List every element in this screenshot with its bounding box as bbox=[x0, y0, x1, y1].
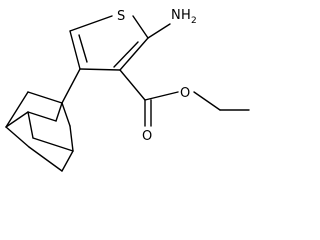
adamantane-bond bbox=[28, 146, 63, 172]
adamantane-bond bbox=[5, 111, 29, 128]
carbonyl-oxygen-label: O bbox=[142, 129, 152, 144]
adamantane-bond bbox=[5, 91, 29, 128]
bond-c2-c3 bbox=[119, 37, 149, 71]
adamantane-bond bbox=[61, 102, 71, 127]
amine-count-label: 2 bbox=[191, 16, 197, 26]
adamantane-bond bbox=[27, 111, 57, 122]
ester-group bbox=[119, 69, 250, 127]
bond-c2-c3-inner bbox=[113, 41, 139, 68]
bond-c4-c5 bbox=[69, 30, 81, 70]
ester-oxygen-label: O bbox=[180, 86, 190, 101]
adamantane-bond bbox=[55, 102, 63, 122]
bond-c4-c5-inner bbox=[78, 34, 88, 63]
bond-c3-carbonyl bbox=[119, 69, 146, 101]
sulfur-label: S bbox=[117, 9, 125, 24]
thiophene-ring bbox=[69, 15, 149, 71]
chemical-structure-diagram: S N H 2 O O bbox=[5, 8, 250, 172]
adamantane-bond bbox=[27, 111, 34, 139]
bond-carbonyl-ester-o bbox=[144, 91, 179, 101]
adamantane-cage bbox=[5, 91, 74, 172]
adamantane-bond bbox=[32, 137, 74, 152]
bond-c2-n bbox=[147, 23, 171, 39]
adamantane-bond bbox=[61, 150, 74, 172]
adamantane-bond bbox=[69, 125, 74, 152]
bond-c4-adamantyl bbox=[61, 68, 81, 104]
bond-s-c5 bbox=[69, 15, 113, 32]
amine-h-label: H bbox=[181, 8, 191, 23]
amine-n-label: N bbox=[171, 8, 181, 23]
adamantane-bond bbox=[27, 91, 63, 104]
bond-ester-o-ch2 bbox=[193, 91, 221, 111]
bond-s-c2 bbox=[132, 15, 149, 39]
adamantane-bond bbox=[5, 126, 30, 148]
bond-c3-c4 bbox=[79, 68, 121, 71]
